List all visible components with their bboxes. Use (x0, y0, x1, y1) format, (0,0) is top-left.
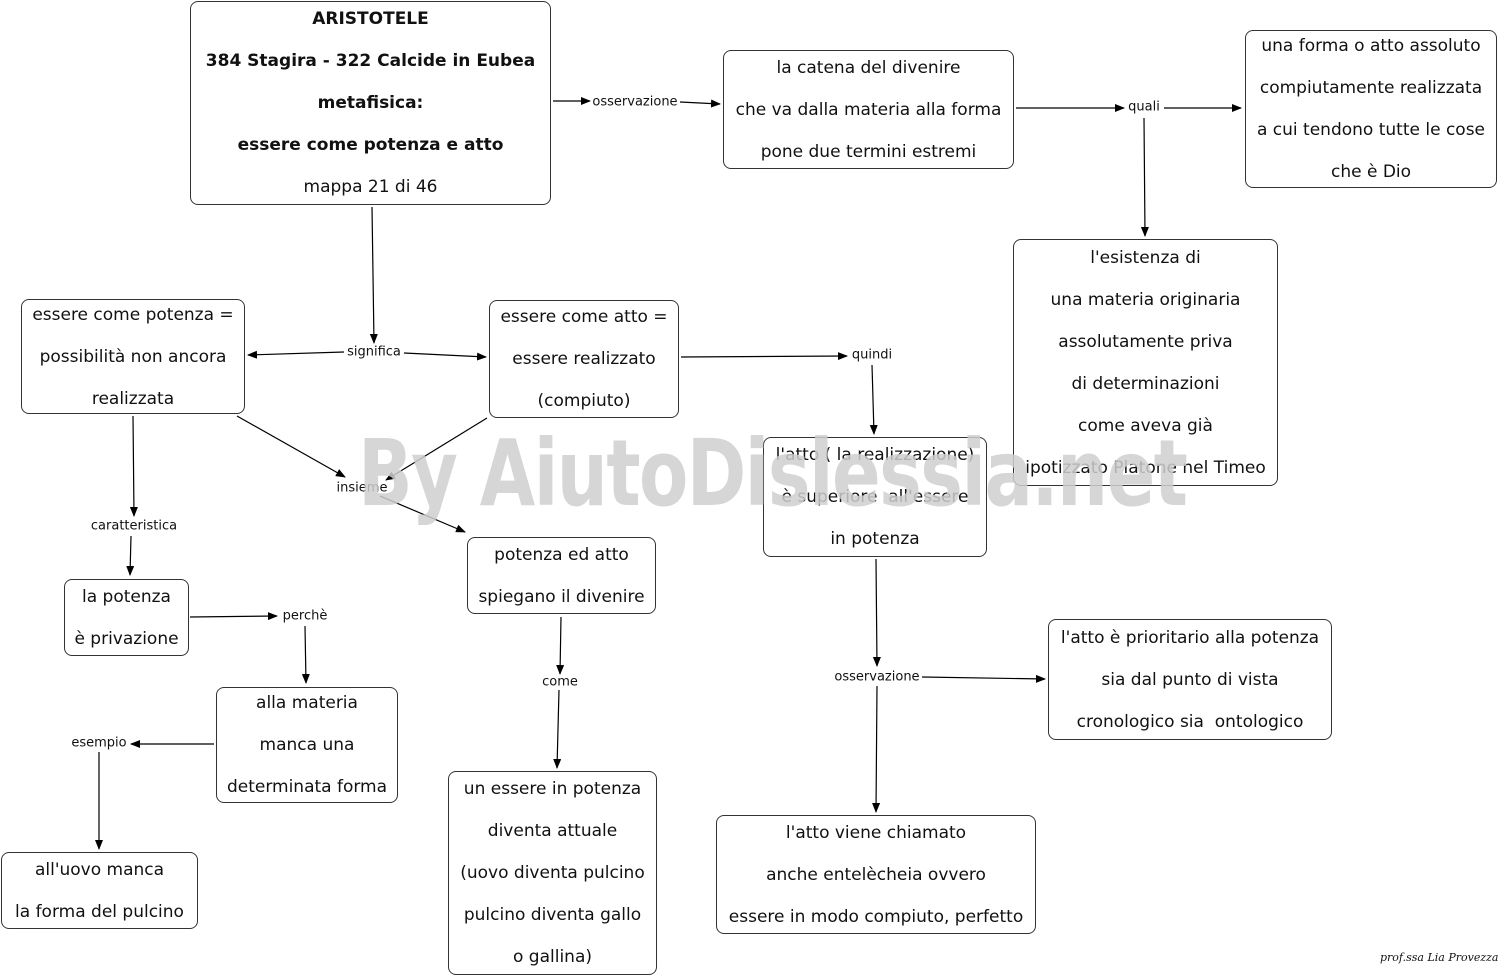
node-line: compiutamente realizzata (1259, 78, 1483, 98)
node-line: assolutamente priva (1058, 331, 1233, 352)
node-line: (compiuto) (537, 391, 631, 411)
node-line: che è Dio (1330, 162, 1412, 182)
connector-arrow (553, 689, 562, 769)
connector-arrow (385, 417, 488, 481)
connector-arrow (301, 625, 310, 684)
node-line: ipotizzato Platone nel Timeo (1025, 457, 1266, 478)
connector-arrow (379, 495, 466, 533)
connector-arrow (247, 350, 345, 359)
node-line: anche entelècheia ovvero (766, 864, 986, 885)
node-atto-prioritario: l'atto è prioritario alla potenza sia da… (1048, 619, 1332, 740)
link-label-insieme: insieme (334, 480, 390, 496)
node-materia-originaria: l'esistenza di una materia originaria as… (1013, 239, 1278, 486)
node-line: all'uovo manca (34, 859, 165, 880)
connector-arrow (129, 415, 138, 517)
node-line: come aveva già (1078, 415, 1213, 436)
node-line: di determinazioni (1071, 373, 1220, 394)
node-line: potenza ed atto (494, 544, 629, 565)
node-line: essere realizzato (512, 349, 656, 369)
node-catena-divenire: la catena del divenire che va dalla mate… (723, 50, 1014, 169)
connector-arrow (921, 674, 1046, 683)
connector-arrow (189, 612, 278, 621)
link-label-quindi: quindi (849, 347, 895, 363)
node-line: una materia originaria (1050, 289, 1241, 310)
link-label-perche: perchè (280, 608, 330, 624)
node-uovo-pulcino: all'uovo manca la forma del pulcino (1, 852, 198, 929)
node-materia-forma: alla materia manca una determinata forma (216, 687, 398, 803)
node-line: o gallina) (512, 947, 592, 967)
link-label-caratteristica: caratteristica (88, 518, 180, 534)
node-line: un essere in potenza (463, 779, 642, 799)
node-essere-potenza: essere come potenza = possibilità non an… (21, 299, 245, 414)
link-label-quali: quali (1126, 99, 1162, 115)
connector-arrow (679, 99, 721, 108)
node-line: cronologico sia ontologico (1076, 711, 1304, 732)
node-line: diventa attuale (487, 821, 618, 841)
link-label-esempio: esempio (69, 735, 129, 751)
node-line: ARISTOTELE (312, 9, 429, 29)
node-line: l'esistenza di (1090, 247, 1201, 268)
node-line: metafisica: (317, 93, 424, 113)
node-line: essere come atto = (500, 307, 668, 327)
node-line: determinata forma (226, 777, 388, 797)
node-atto-superiore: l'atto ( la realizzazione) è superiore a… (763, 437, 987, 557)
node-line: realizzata (91, 388, 175, 409)
node-line: è superiore all'essere (781, 487, 969, 507)
node-line: essere come potenza = (32, 304, 234, 325)
node-line: 384 Stagira - 322 Calcide in Eubea (205, 51, 536, 71)
connector-arrow (872, 685, 881, 813)
node-line: alla materia (256, 693, 358, 713)
connector-arrow (126, 535, 135, 576)
node-spiegano-divenire: potenza ed atto spiegano il divenire (467, 537, 656, 614)
node-line: è privazione (74, 628, 179, 649)
connector-arrow (872, 558, 881, 667)
node-line: l'atto viene chiamato (785, 822, 967, 843)
connector-arrow (1140, 117, 1149, 237)
node-line: a cui tendono tutte le cose (1256, 120, 1486, 140)
node-line: essere in modo compiuto, perfetto (728, 906, 1024, 927)
link-label-come: come (540, 674, 580, 690)
author-signature: prof.ssa Lia Provezza (1380, 951, 1499, 964)
node-line: manca una (259, 735, 355, 755)
node-entelecheia: l'atto viene chiamato anche entelècheia … (716, 815, 1036, 934)
node-forma-atto-assoluto: una forma o atto assoluto compiutamente … (1245, 30, 1497, 188)
connector-arrow (869, 364, 878, 435)
node-line: la potenza (82, 586, 171, 607)
node-line: una forma o atto assoluto (1261, 36, 1481, 56)
node-line: mappa 21 di 46 (303, 177, 438, 197)
node-essere-diventa-attuale: un essere in potenza diventa attuale (uo… (448, 771, 657, 975)
link-label-significa: significa (345, 344, 403, 360)
node-essere-atto: essere come atto = essere realizzato (co… (489, 300, 679, 418)
connector-arrow (236, 415, 346, 478)
node-line: l'atto ( la realizzazione) (775, 445, 975, 465)
node-line: pulcino diventa gallo (463, 905, 642, 925)
link-label-osservazione-2: osservazione (832, 669, 922, 685)
node-line: che va dalla materia alla forma (735, 99, 1002, 120)
node-line: spiegano il divenire (478, 586, 645, 607)
node-potenza-privazione: la potenza è privazione (64, 579, 189, 656)
node-line: essere come potenza e atto (237, 135, 504, 155)
connector-arrow (369, 206, 378, 344)
connector-arrow (680, 352, 848, 361)
connector-arrow (403, 352, 487, 361)
connector-arrow (556, 616, 565, 675)
node-line: possibilità non ancora (39, 346, 227, 367)
link-label-osservazione: osservazione (590, 94, 680, 110)
node-line: sia dal punto di vista (1101, 669, 1279, 690)
node-line: la forma del pulcino (15, 901, 184, 922)
node-line: (uovo diventa pulcino (460, 863, 645, 883)
node-line: l'atto è prioritario alla potenza (1060, 627, 1320, 648)
node-aristotele: ARISTOTELE 384 Stagira - 322 Calcide in … (190, 1, 551, 205)
node-line: in potenza (830, 529, 920, 549)
node-line: pone due termini estremi (760, 141, 977, 162)
node-line: la catena del divenire (776, 57, 961, 78)
